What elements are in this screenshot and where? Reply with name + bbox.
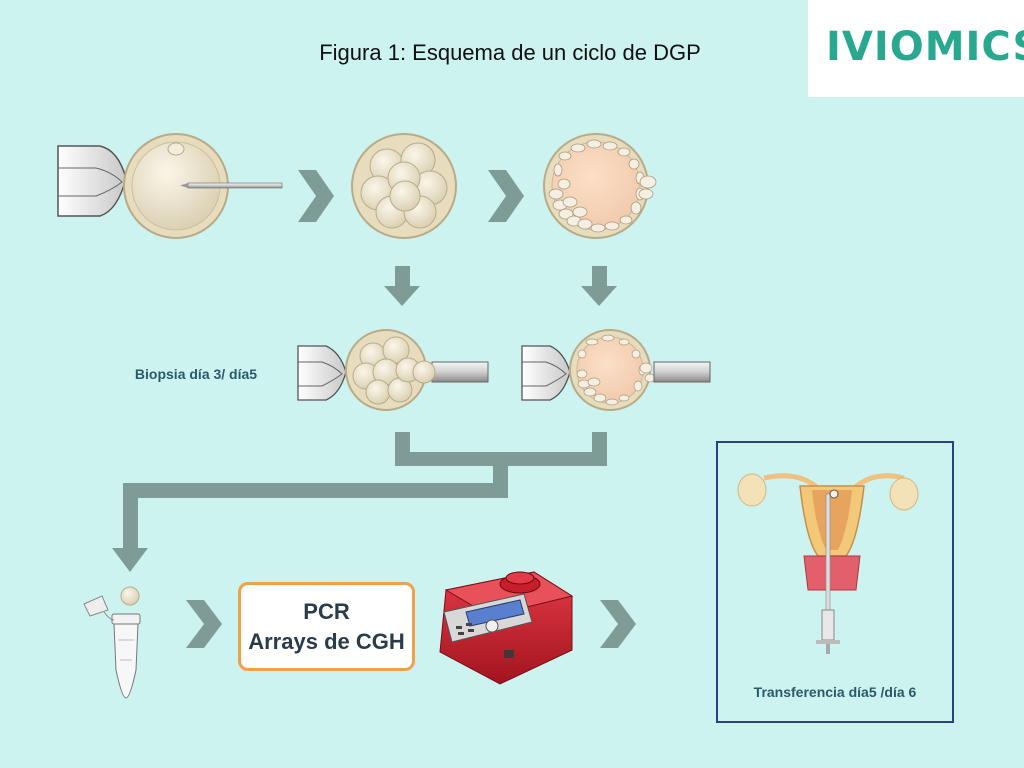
oocyte	[123, 133, 229, 239]
holding-pipette-3	[521, 345, 571, 401]
arrow-right-2	[488, 170, 524, 222]
pcr-thermocycler	[439, 571, 574, 685]
eight-cell-embryo	[351, 133, 457, 239]
holding-pipette-1	[57, 145, 127, 217]
injection-needle	[180, 182, 283, 189]
arrow-down-1	[384, 266, 420, 306]
figure-title: Figura 1: Esquema de un ciclo de DGP	[319, 40, 701, 65]
uterus-transfer-illustration	[737, 473, 919, 654]
arrow-down-2	[581, 266, 617, 306]
biopsy-pipette-1	[412, 360, 489, 384]
arrow-right-4	[600, 600, 636, 648]
logo-panel	[808, 0, 1024, 97]
merge-connector	[112, 432, 607, 572]
arrow-right-1	[298, 170, 334, 222]
arrow-right-3	[186, 600, 222, 648]
pcr-arrays-box: PCR Arrays de CGH	[238, 582, 415, 671]
transfer-panel	[716, 441, 954, 723]
holding-pipette-2	[297, 345, 347, 401]
blastocyst	[543, 133, 657, 239]
biopsy-pipette-2	[653, 361, 711, 383]
biopsy-embryo-day3	[345, 329, 427, 411]
biopsy-cell	[120, 586, 140, 606]
biopsy-blastocyst-day5	[569, 329, 656, 411]
biopsy-label: Biopsia día 3/ día5	[134, 366, 258, 382]
eppendorf-tube	[83, 595, 141, 699]
pcr-label: PCR	[303, 598, 350, 624]
iviomics-logo: IVIOMICS	[826, 24, 1024, 70]
arrays-cgh-label: Arrays de CGH	[248, 628, 405, 654]
transfer-label: Transferencia día5 /día 6	[753, 684, 917, 700]
